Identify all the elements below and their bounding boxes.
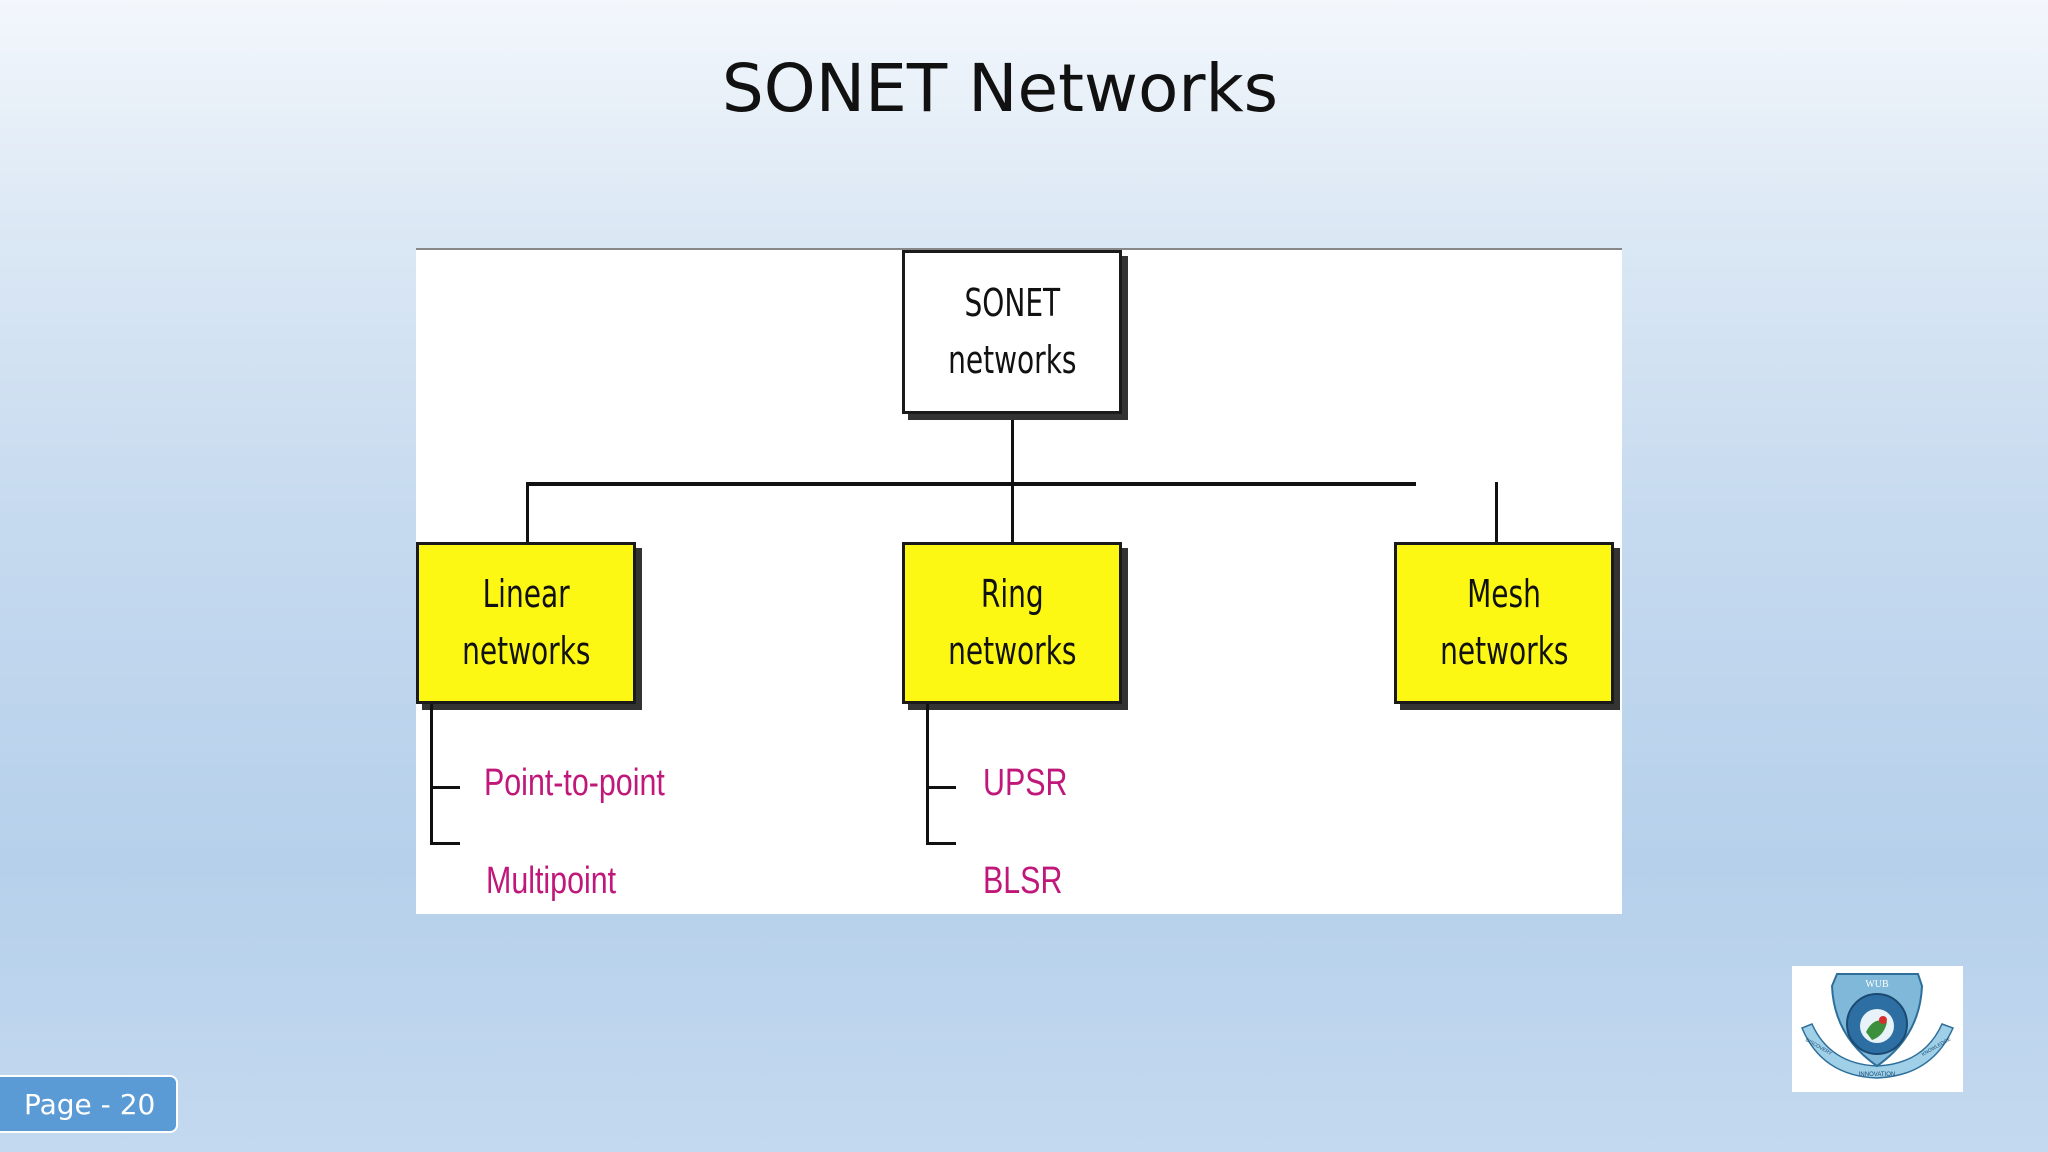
node-label-line2: networks <box>461 629 591 673</box>
node-label-line2: networks <box>947 629 1077 673</box>
subitem-point-to-point: Point-to-point <box>484 762 665 804</box>
subitem-blsr: BLSR <box>983 860 1063 902</box>
ring-up-connector <box>1011 472 1014 542</box>
root-down-connector <box>1011 414 1014 473</box>
svg-text:INNOVATION: INNOVATION <box>1859 1072 1895 1078</box>
ring-sub-tick-2 <box>926 842 956 845</box>
sonet-hierarchy-diagram: SONET networks Linear networks Ring netw… <box>416 248 1622 914</box>
horizontal-connector <box>526 482 1416 486</box>
slide-title: SONET Networks <box>721 50 1279 127</box>
node-label-line1: Linear <box>482 572 570 616</box>
node-label-line1: SONET <box>964 281 1060 325</box>
university-crest-logo: WUB INNOVATION DISCOVERY KNOWLEDGE <box>1792 966 1963 1092</box>
node-label-line2: networks <box>1439 629 1569 673</box>
subitem-multipoint: Multipoint <box>486 860 617 902</box>
sonet-networks-node: SONET networks <box>902 250 1122 414</box>
linear-up-connector <box>526 482 529 542</box>
mesh-up-connector <box>1495 482 1498 542</box>
linear-networks-node: Linear networks <box>416 542 636 704</box>
page-number-badge: Page - 20 <box>0 1075 178 1133</box>
diagram-top-rule <box>416 248 1622 250</box>
linear-sub-tick-1 <box>430 786 460 789</box>
ring-networks-node: Ring networks <box>902 542 1122 704</box>
node-label-line1: Ring <box>980 572 1044 616</box>
linear-sub-vertical <box>430 704 433 844</box>
subitem-upsr: UPSR <box>983 762 1068 804</box>
node-label-line1: Mesh <box>1467 572 1541 616</box>
node-label-line2: networks <box>947 338 1077 382</box>
ring-sub-tick-1 <box>926 786 956 789</box>
mesh-networks-node: Mesh networks <box>1394 542 1614 704</box>
svg-text:WUB: WUB <box>1865 979 1889 990</box>
linear-sub-tick-2 <box>430 842 460 845</box>
ring-sub-vertical <box>926 704 929 844</box>
